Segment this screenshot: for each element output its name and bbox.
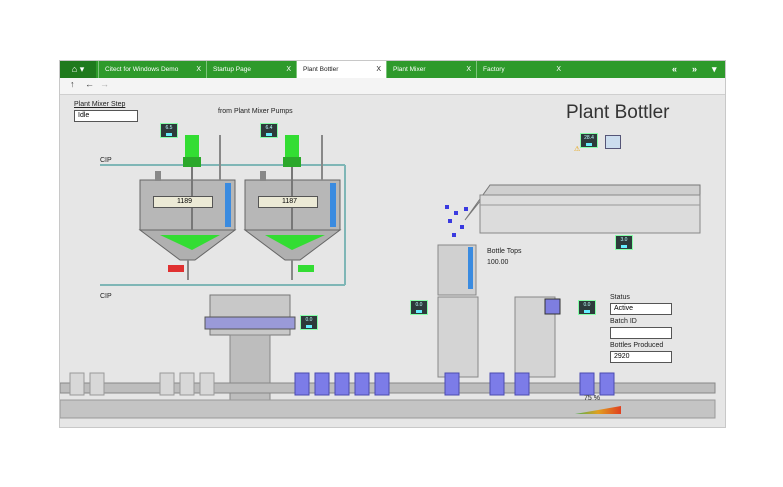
close-icon[interactable]: X (556, 66, 561, 73)
bottles (69, 372, 615, 396)
back-arrow-icon[interactable]: ← (85, 79, 94, 89)
close-icon[interactable]: X (286, 66, 291, 73)
meter-value: 6.5 (165, 125, 173, 131)
status-field[interactable]: Active (610, 303, 672, 315)
meter-4[interactable]: 3.0 (615, 235, 633, 250)
mixer-step-field[interactable]: Idle (74, 110, 138, 122)
pumps-label: from Plant Mixer Pumps (218, 108, 293, 115)
close-icon[interactable]: X (196, 66, 201, 73)
prev-tabs-button[interactable]: « (672, 64, 678, 74)
batch-id-label: Batch ID (610, 318, 637, 325)
meter-value: 6.4 (265, 125, 273, 131)
meter-2[interactable]: 6.4 (260, 123, 278, 138)
bottle-tops-label: Bottle Tops (487, 248, 522, 255)
tab-factory[interactable]: Factory X (476, 61, 566, 78)
next-tabs-button[interactable]: » (692, 64, 698, 74)
close-icon[interactable]: X (376, 66, 381, 73)
tank-1-level: 1189 (153, 196, 213, 208)
up-arrow-icon[interactable]: ↑ (70, 79, 75, 89)
progress-text: 75 % (584, 395, 600, 402)
tab-startup-page[interactable]: Startup Page X (206, 61, 296, 78)
meter-1[interactable]: 6.5 (160, 123, 178, 138)
process-graphic (60, 135, 716, 419)
bottle-filler (204, 294, 296, 406)
meter-6[interactable]: 0.0 (410, 300, 428, 315)
mixer-step-label: Plant Mixer Step (74, 101, 126, 108)
progress-wedge (575, 406, 621, 414)
chevron-down-icon: ▾ (79, 64, 85, 74)
meter-5[interactable]: 0.0 (300, 315, 318, 330)
status-label: Status (610, 294, 630, 301)
home-icon: ⌂ (71, 64, 78, 74)
cip-bottom-label: CIP (100, 293, 112, 300)
meter-value: 0.0 (305, 317, 313, 323)
bottles-produced-label: Bottles Produced (610, 342, 664, 349)
meter-3[interactable]: 28.4 (580, 133, 598, 148)
trend-icon[interactable] (605, 135, 621, 149)
page-title: Plant Bottler (566, 102, 670, 123)
meter-value: 0.0 (415, 302, 423, 308)
batch-id-field[interactable] (610, 327, 672, 339)
meter-value: 28.4 (584, 135, 594, 141)
app-window: ⌂ ▾ Citect for Windows Demo X Startup Pa… (59, 60, 726, 428)
tab-plant-mixer[interactable]: Plant Mixer X (386, 61, 476, 78)
warning-icon: ⚠ (574, 146, 581, 153)
tank-2-level: 1187 (258, 196, 318, 208)
nav-toolbar: ↑ ← → (60, 78, 725, 95)
tab-label: Plant Mixer (393, 66, 426, 73)
cip-top-label: CIP (100, 157, 112, 164)
bottles-produced-field[interactable]: 2920 (610, 351, 672, 363)
close-icon[interactable]: X (466, 66, 471, 73)
meter-value: 0.0 (583, 302, 591, 308)
tab-label: Factory (483, 66, 505, 73)
bottle-tops-hopper (437, 184, 701, 378)
bottle-tops-value: 100.00 (487, 259, 509, 266)
tab-menu-button[interactable]: ▾ (712, 64, 717, 74)
tab-label: Startup Page (213, 66, 251, 73)
home-menu-button[interactable]: ⌂ ▾ (60, 61, 96, 78)
tab-citect-demo[interactable]: Citect for Windows Demo X (98, 61, 206, 78)
forward-arrow-icon[interactable]: → (100, 79, 109, 89)
tab-label: Plant Bottler (303, 66, 339, 73)
tab-label: Citect for Windows Demo (105, 66, 179, 73)
meter-7[interactable]: 0.0 (578, 300, 596, 315)
tab-bar: ⌂ ▾ Citect for Windows Demo X Startup Pa… (60, 61, 725, 78)
process-canvas: Plant Mixer Step Idle from Plant Mixer P… (60, 95, 725, 427)
meter-value: 3.0 (620, 237, 628, 243)
tab-plant-bottler[interactable]: Plant Bottler X (296, 61, 386, 78)
